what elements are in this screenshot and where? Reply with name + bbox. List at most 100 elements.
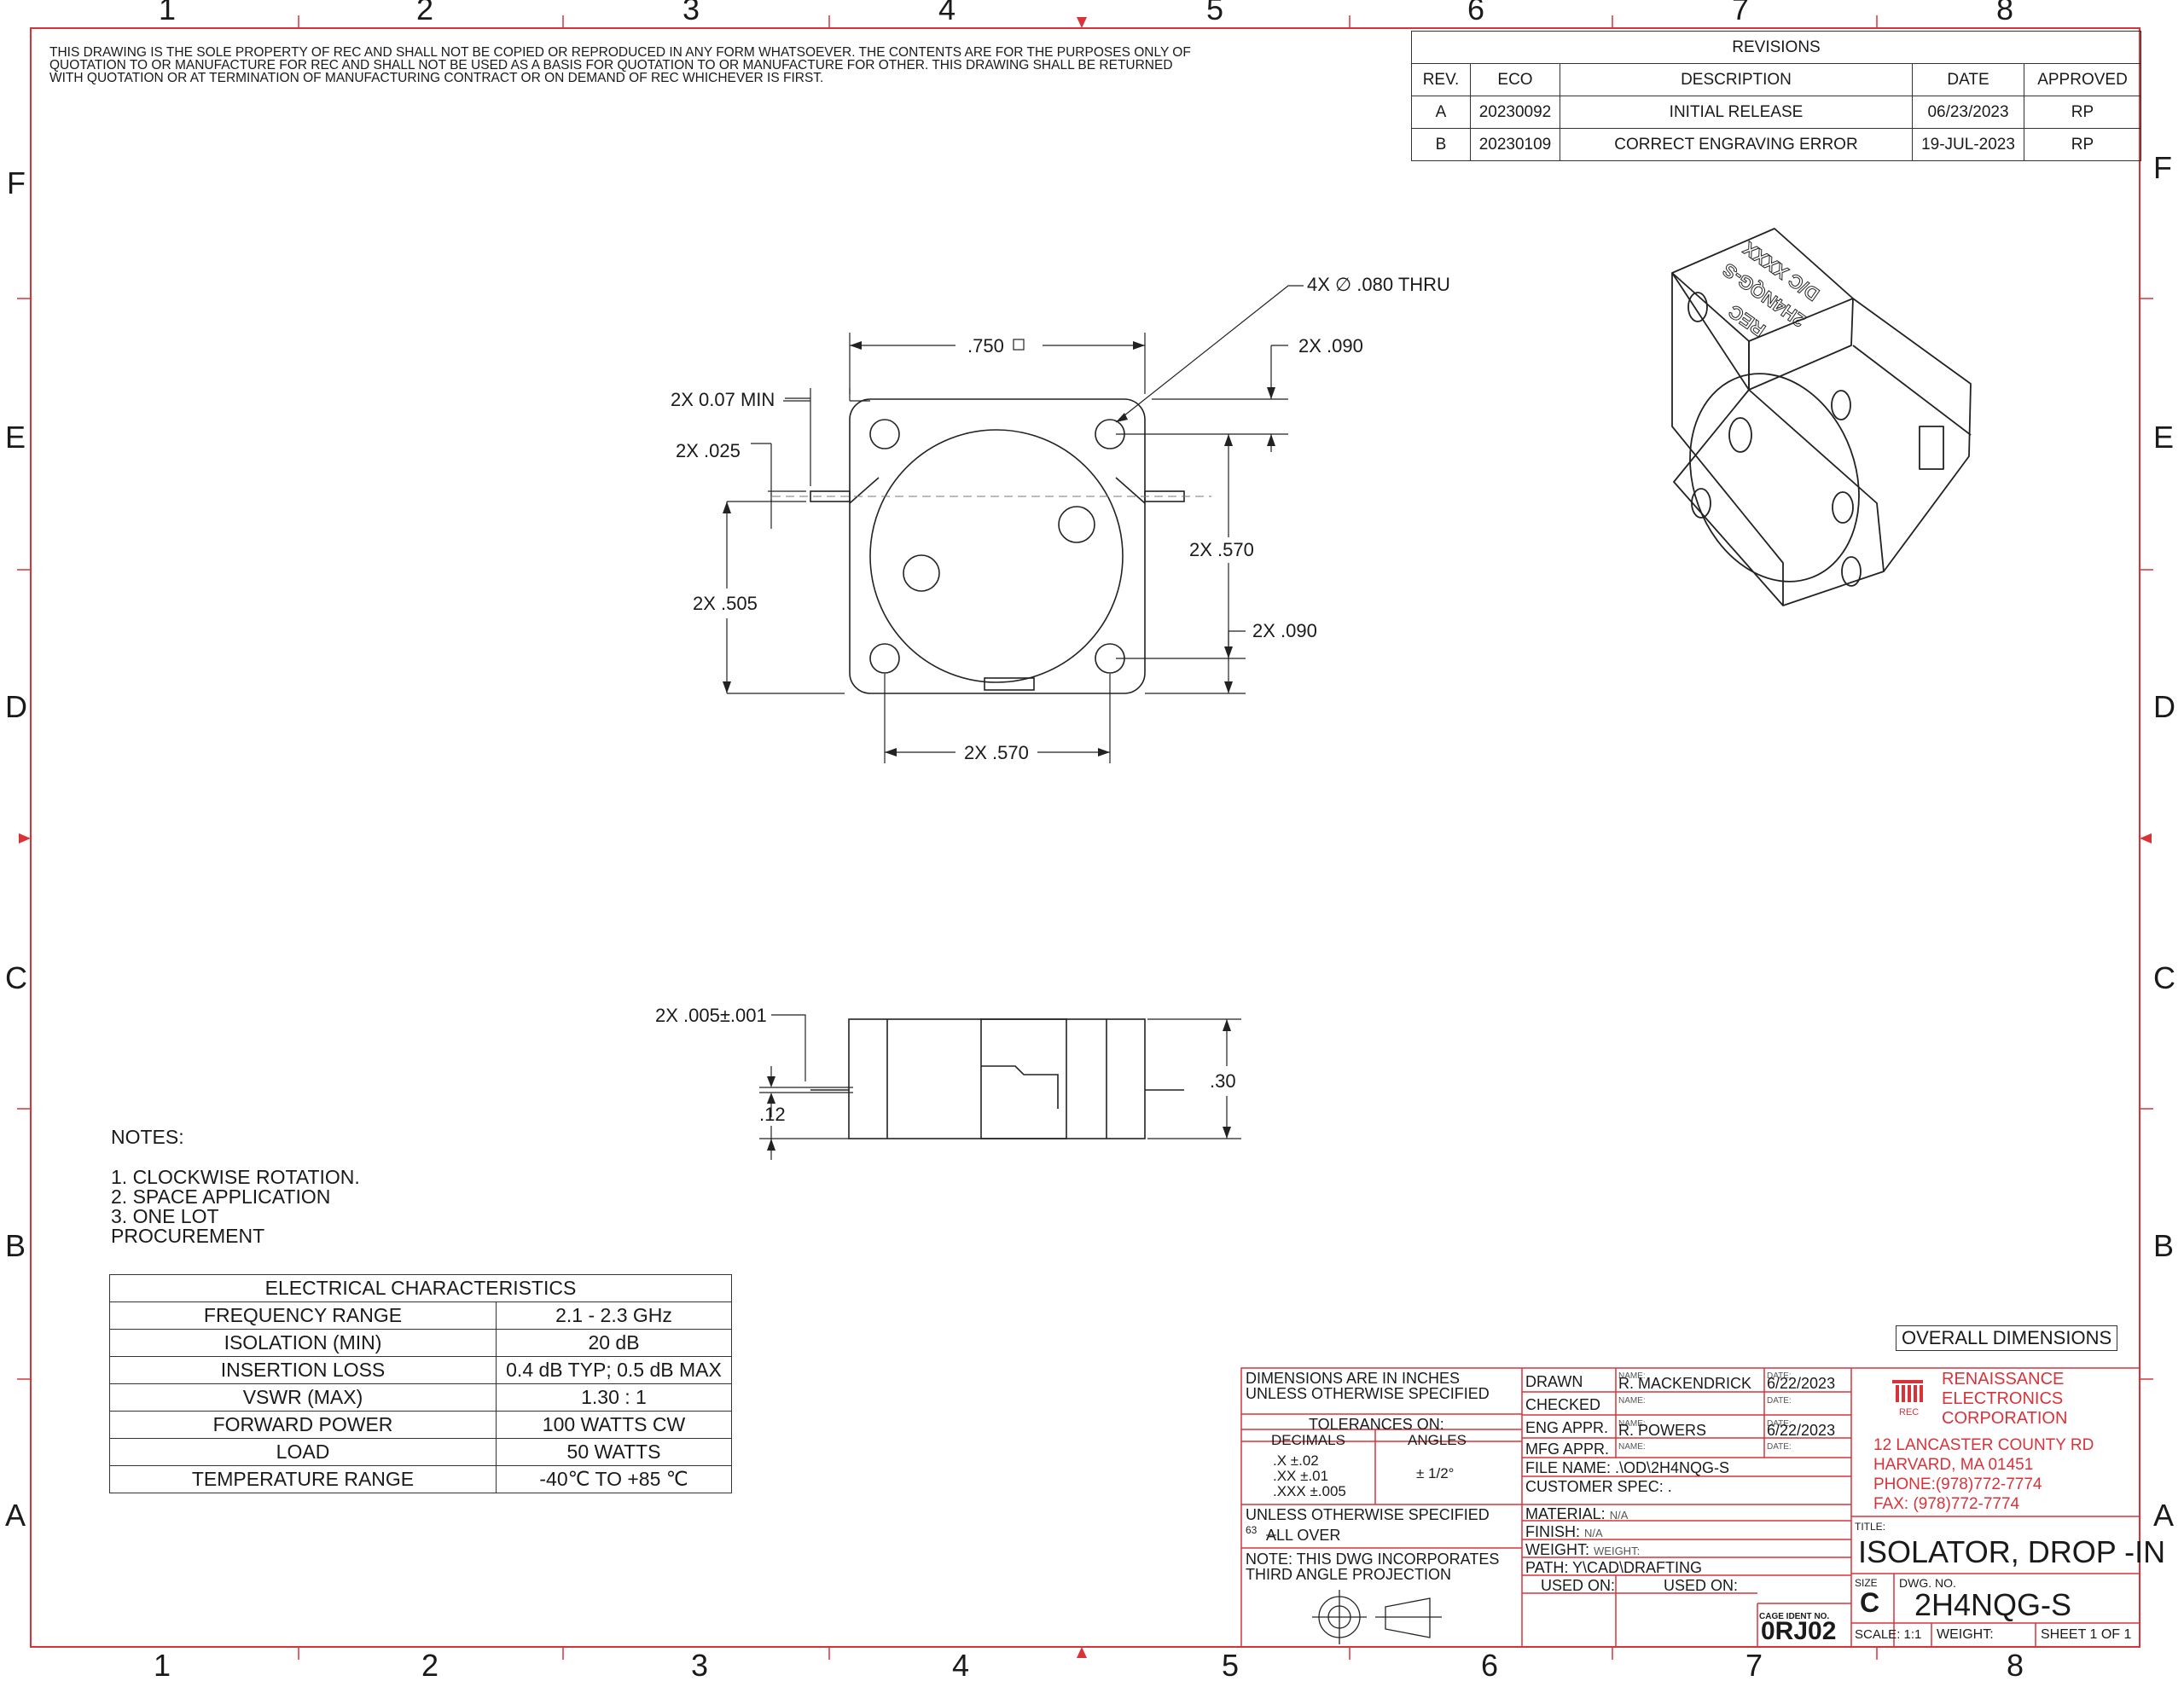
company-name: CORPORATION: [1942, 1409, 2068, 1428]
revisions-table: REVISIONS REV. ECO DESCRIPTION DATE APPR…: [1411, 31, 2141, 161]
drawing-number: 2H4NQG-S: [1914, 1587, 2072, 1622]
sheet-size: C: [1860, 1587, 1880, 1618]
description-cell: INITIAL RELEASE: [1560, 96, 1913, 129]
mfg-appr-label: MFG APPR.: [1525, 1441, 1610, 1458]
thickness-dimension: 2X .005±.001: [655, 1005, 767, 1026]
checked-label: CHECKED: [1525, 1396, 1601, 1413]
rev-cell: B: [1411, 128, 1471, 161]
company-name: RENAISSANCE: [1942, 1370, 2065, 1388]
cage-code: 0RJ02: [1761, 1617, 1837, 1645]
row-label: C: [5, 960, 27, 995]
revision-row: B 20230109 CORRECT ENGRAVING ERROR 19-JU…: [1411, 128, 2141, 161]
col-label: 2: [421, 1648, 439, 1683]
col-label: 1: [159, 0, 177, 26]
title-label: TITLE:: [1855, 1521, 1886, 1533]
tab-height-dimension: 2X .505: [693, 593, 758, 614]
drawn-label: DRAWN: [1525, 1373, 1583, 1390]
path: PATH: Y\CAD\DRAFTING: [1525, 1559, 1703, 1576]
table-row: TEMPERATURE RANGE-40℃ TO +85 ℃: [109, 1465, 732, 1493]
row-label: B: [2153, 1228, 2175, 1263]
col-label: 7: [1732, 0, 1750, 26]
col-label: 6: [1467, 0, 1485, 26]
header-cell: REV.: [1411, 63, 1471, 96]
value-cell: 0.4 dB TYP; 0.5 dB MAX: [496, 1356, 732, 1384]
notice-line: WITH QUOTATION OR AT TERMINATION OF MANU…: [49, 71, 824, 85]
value-cell: 100 WATTS CW: [496, 1411, 732, 1439]
col-label: 3: [691, 1648, 709, 1683]
drawn-name: R. MACKENDRICK: [1618, 1375, 1752, 1392]
isometric-view: REC 2H4NQG-S D/C XXXX: [1671, 228, 1972, 606]
table-row: ISOLATION (MIN)20 dB: [109, 1329, 732, 1357]
name-label: NAME:: [1618, 1442, 1646, 1452]
col-label: 6: [1481, 1648, 1499, 1683]
row-label: B: [5, 1228, 26, 1263]
dims-note: DIMENSIONS ARE IN INCHES: [1246, 1370, 1461, 1387]
row-label: D: [2153, 689, 2175, 724]
table-title: ELECTRICAL CHARACTERISTICS: [109, 1274, 732, 1302]
tab-height-side-dimension: .12: [759, 1104, 786, 1125]
used-on-label: USED ON:: [1541, 1577, 1616, 1594]
date-cell: 19-JUL-2023: [1912, 128, 2024, 161]
tolerance-x: .X ±.02: [1273, 1452, 1319, 1469]
bottom-offset-dimension: 2X .090: [1252, 620, 1317, 641]
width-dimension: .750: [967, 335, 1004, 357]
date-label: DATE:: [1767, 1442, 1792, 1452]
tolerance-xxx: .XXX ±.005: [1273, 1483, 1346, 1499]
col-label: 3: [682, 0, 700, 26]
value-cell: 1.30 : 1: [496, 1383, 732, 1412]
min-dimension: 2X 0.07 MIN: [671, 389, 775, 410]
weight-label-text: WEIGHT:: [1525, 1541, 1589, 1558]
date-cell: 06/23/2023: [1912, 96, 2024, 129]
note-item: 1. CLOCKWISE ROTATION.: [111, 1166, 360, 1188]
param-cell: FORWARD POWER: [109, 1411, 497, 1439]
date-label: DATE:: [1767, 1419, 1792, 1429]
notice-line: QUOTATION TO OR MANUFACTURE FOR REC AND …: [49, 58, 1173, 72]
approved-cell: RP: [2024, 96, 2141, 129]
description-cell: CORRECT ENGRAVING ERROR: [1560, 128, 1913, 161]
tolerances-label: TOLERANCES ON:: [1309, 1416, 1444, 1433]
dwg-no-label: DWG. NO.: [1899, 1576, 1956, 1590]
col-label: 7: [1745, 1648, 1763, 1683]
phone: PHONE:(978)772-7774: [1873, 1475, 2042, 1493]
size-label: SIZE: [1855, 1577, 1878, 1589]
projection-note: NOTE: THIS DWG INCORPORATES: [1246, 1551, 1500, 1568]
scale: SCALE: 1:1: [1855, 1627, 1922, 1642]
row-label: F: [7, 165, 26, 200]
cage-label: CAGE IDENT NO.: [1759, 1612, 1830, 1621]
company-name: ELECTRONICS: [1942, 1389, 2064, 1408]
rev-cell: A: [1411, 96, 1471, 129]
value-cell: 50 WATTS: [496, 1438, 732, 1466]
tolerance-angle: ± 1/2°: [1416, 1465, 1455, 1481]
eco-cell: 20230092: [1470, 96, 1560, 129]
file-name: FILE NAME: .\OD\2H4NQG-S: [1525, 1459, 1730, 1476]
header-cell: APPROVED: [2024, 63, 2141, 96]
date-label: DATE:: [1767, 1371, 1792, 1381]
revision-row: A 20230092 INITIAL RELEASE 06/23/2023 RP: [1411, 96, 2141, 129]
customer-spec: CUSTOMER SPEC: .: [1525, 1478, 1672, 1495]
row-label: A: [5, 1498, 26, 1533]
col-label: 4: [952, 1648, 970, 1683]
name-label: NAME:: [1618, 1419, 1646, 1429]
col-label: 1: [154, 1648, 171, 1683]
drawing-title: ISOLATOR, DROP -IN: [1858, 1534, 2166, 1569]
material-value: N/A: [1609, 1509, 1629, 1522]
table-row: VSWR (MAX)1.30 : 1: [109, 1383, 732, 1412]
fax: FAX: (978)772-7774: [1873, 1495, 2020, 1513]
hole-vertical-dimension: 2X .570: [1189, 539, 1254, 560]
weight-label: WEIGHT: WEIGHT:: [1525, 1541, 1640, 1560]
eng-name: R. POWERS: [1618, 1422, 1707, 1439]
date-label: DATE:: [1767, 1396, 1792, 1406]
finish-symbol: 63: [1246, 1524, 1258, 1536]
weight-value: WEIGHT:: [1594, 1545, 1641, 1557]
param-cell: TEMPERATURE RANGE: [109, 1465, 497, 1493]
hole-horizontal-dimension: 2X .570: [964, 742, 1029, 763]
overall-dimensions-label: OVERALL DIMENSIONS: [1896, 1325, 2118, 1351]
tolerance-xx: .XX ±.01: [1273, 1468, 1329, 1484]
note-item: 2. SPACE APPLICATION: [111, 1186, 331, 1208]
row-label: A: [2153, 1498, 2175, 1533]
header-cell: DESCRIPTION: [1560, 63, 1913, 96]
